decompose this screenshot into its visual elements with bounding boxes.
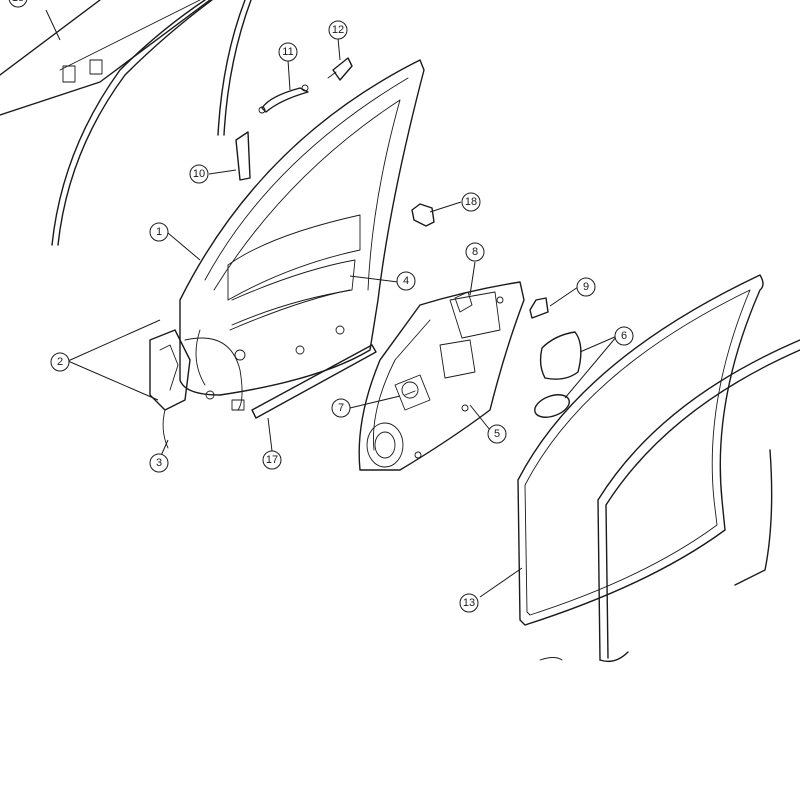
outer-handle-part	[258, 84, 309, 114]
callout-6: 6	[614, 326, 634, 346]
callout-1: 1	[149, 222, 169, 242]
callout-3: 3	[149, 453, 169, 473]
callout-8: 8	[465, 242, 485, 262]
door-frame-part	[179, 59, 425, 400]
handle-cover-part	[235, 131, 251, 181]
window-regulator-part	[394, 374, 431, 411]
svg-text:13: 13	[463, 597, 475, 609]
svg-text:17: 17	[266, 454, 278, 466]
door-weatherstrip-part	[517, 274, 764, 626]
svg-text:7: 7	[338, 402, 344, 414]
callout-7: 7	[331, 398, 351, 418]
glass-run-channel-part	[539, 339, 800, 663]
callout-2: 2	[50, 352, 70, 372]
outer-strip-part	[217, 0, 252, 136]
door-latch-part	[149, 329, 245, 449]
svg-text:4: 4	[403, 275, 409, 287]
svg-text:2: 2	[57, 356, 63, 368]
svg-text:5: 5	[494, 428, 500, 440]
inner-weatherstrip-part	[251, 344, 377, 419]
seal-patch-part	[534, 331, 582, 418]
svg-text:3: 3	[156, 457, 162, 469]
glass-outer-part	[0, 0, 211, 116]
callout-10: 10	[189, 164, 209, 184]
callout-17: 17	[262, 450, 282, 470]
svg-text:15: 15	[12, 0, 24, 4]
clip-part	[411, 203, 435, 227]
door-module-panel-part	[358, 281, 525, 471]
svg-text:9: 9	[583, 281, 589, 293]
svg-text:1: 1	[156, 226, 162, 238]
svg-text:18: 18	[465, 196, 477, 208]
svg-text:8: 8	[472, 246, 478, 258]
svg-text:6: 6	[621, 330, 627, 342]
leader-lines	[45, 9, 618, 598]
callout-13: 15	[8, 0, 28, 8]
svg-text:12: 12	[332, 24, 344, 36]
callout-12: 12	[328, 20, 348, 40]
glass-run-left-part	[51, 0, 213, 246]
callout-5: 5	[487, 424, 507, 444]
key-cylinder-part	[327, 57, 353, 81]
callout-11: 11	[278, 42, 298, 62]
callout-4: 4	[396, 271, 416, 291]
svg-text:10: 10	[193, 168, 205, 180]
callout-18: 18	[461, 192, 481, 212]
callout-9: 9	[576, 277, 596, 297]
callout-15: 13	[459, 593, 479, 613]
svg-text:11: 11	[282, 46, 293, 58]
bracket-part	[529, 297, 549, 319]
module-bracket-part	[454, 291, 473, 313]
